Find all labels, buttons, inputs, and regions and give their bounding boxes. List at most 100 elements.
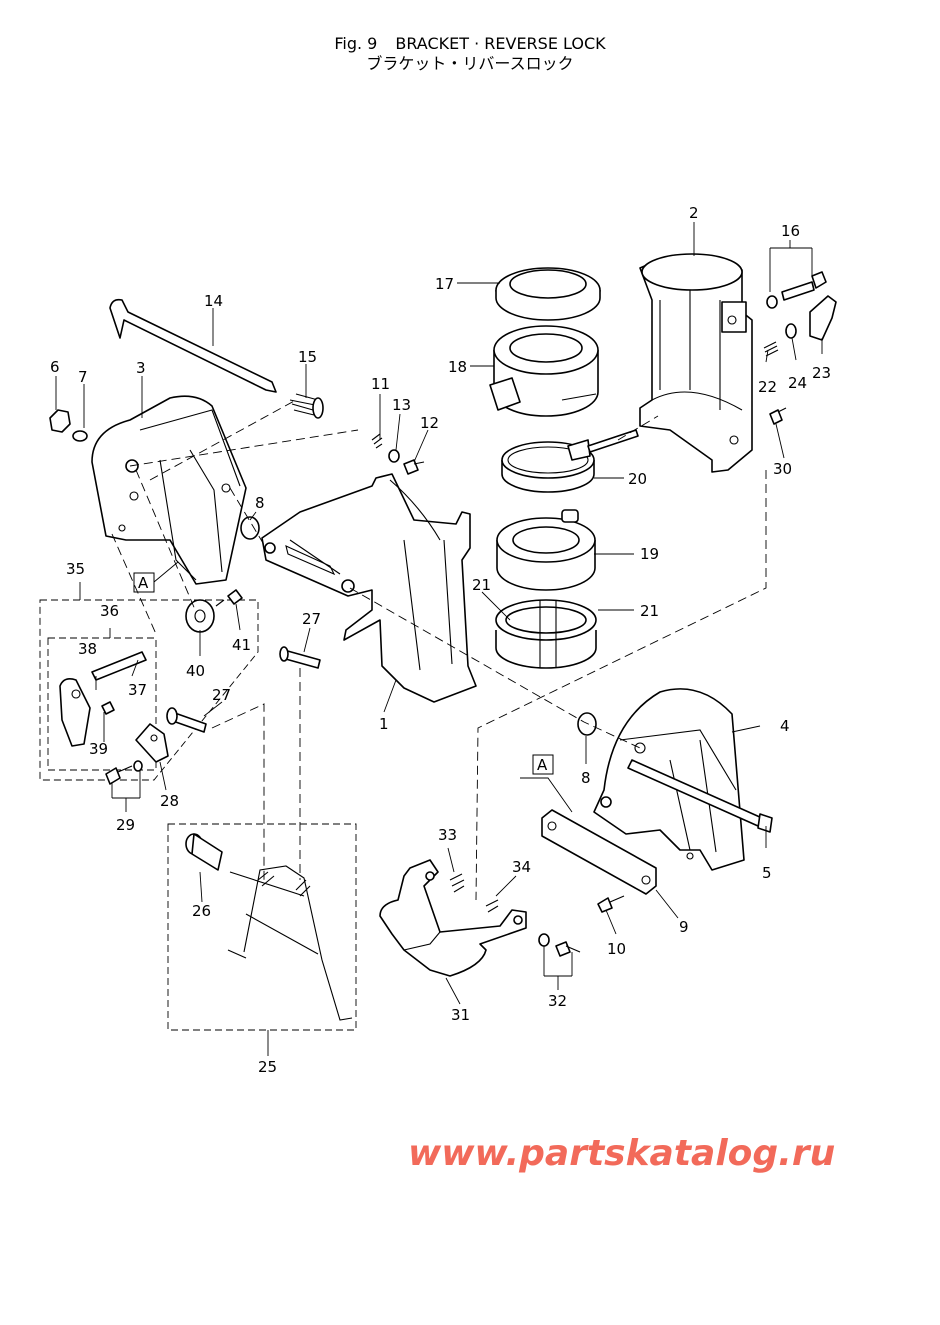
figure-title-english: BRACKET · REVERSE LOCK: [395, 34, 606, 53]
part-13-washer: [388, 449, 400, 463]
callout-29: 29: [116, 816, 135, 834]
part-17-seal-ring: [495, 267, 601, 321]
callout-2: 2: [689, 204, 699, 222]
callout-22: 22: [758, 378, 777, 396]
part-23-lever: [809, 295, 837, 341]
part-28-washer: [133, 760, 143, 772]
part-16-bolt-washer: [766, 271, 827, 309]
part-12-bolt: [403, 459, 425, 475]
part-40-washer: [185, 599, 215, 633]
callout-4: 4: [780, 717, 790, 735]
callout-3: 3: [136, 359, 146, 377]
callout-13: 13: [392, 396, 411, 414]
watermark-text: www.partskatalog.ru: [408, 1133, 836, 1174]
part-27-pin-lower: [166, 707, 207, 733]
part-29-screw: [105, 765, 133, 785]
callout-31: 31: [451, 1006, 470, 1024]
group-36-frame: [47, 637, 157, 771]
part-33-spring: [449, 873, 465, 893]
callout-5: 5: [762, 864, 772, 882]
part-27-pin-upper: [279, 646, 321, 669]
callout-numbers: 2 16 17 18 20 19 21 21 14 15 3 6 7 11 13…: [50, 204, 831, 1076]
callout-7: 7: [78, 368, 88, 386]
callout-41: 41: [232, 636, 251, 654]
callout-14: 14: [204, 292, 223, 310]
part-32-washer: [538, 933, 550, 947]
part-9-plate: [541, 809, 657, 895]
callout-33: 33: [438, 826, 457, 844]
part-19-thrust-ring: [496, 509, 596, 591]
part-20-clamp-band: [501, 429, 639, 493]
part-3-stern-bracket-left: [91, 395, 247, 585]
group-25-frame: [167, 823, 357, 1031]
callout-30: 30: [773, 460, 792, 478]
callout-21b: 21: [640, 602, 659, 620]
part-30-screw: [769, 407, 787, 425]
part-31-reverse-lock-hook: [379, 859, 527, 977]
callout-8a: 8: [255, 494, 265, 512]
callout-39: 39: [89, 740, 108, 758]
part-21-split-bushing: [495, 599, 597, 669]
callout-17: 17: [435, 275, 454, 293]
callout-32: 32: [548, 992, 567, 1010]
part-22-spring: [763, 341, 779, 357]
callout-18: 18: [448, 358, 467, 376]
assembly-lines: [111, 399, 767, 901]
callout-28: 28: [160, 792, 179, 810]
figure-title-japanese: ブラケット・リバースロック: [366, 54, 574, 73]
part-2-swivel-case: [639, 253, 753, 473]
callout-40: 40: [186, 662, 205, 680]
reference-box-a-left: [133, 572, 155, 593]
figure-number: Fig. 9: [334, 34, 378, 53]
group-35-frame: [39, 599, 259, 781]
callout-38: 38: [78, 640, 97, 658]
part-10-screw: [597, 895, 625, 913]
part-7-washer: [72, 430, 88, 442]
callout-23: 23: [812, 364, 831, 382]
callout-19: 19: [640, 545, 659, 563]
part-39-screw: [101, 701, 115, 715]
callout-20: 20: [628, 470, 647, 488]
callout-8b: 8: [581, 769, 591, 787]
figure-title: Fig. 9 BRACKET · REVERSE LOCK ブラケット・リバースロ…: [0, 34, 940, 74]
callout-35: 35: [66, 560, 85, 578]
part-38-lever: [59, 678, 91, 747]
callout-10: 10: [607, 940, 626, 958]
part-15-spring: [289, 393, 324, 419]
part-41-screw: [215, 589, 243, 607]
part-28-bracket: [135, 723, 169, 763]
reference-box-a-right: [532, 754, 554, 775]
callout-27b: 27: [212, 686, 231, 704]
part-32-bolt: [555, 941, 581, 957]
reference-a-left: A: [138, 574, 149, 592]
part-18-mount-rubber: [489, 325, 599, 417]
part-5-bolt: [627, 759, 773, 833]
callout-11: 11: [371, 375, 390, 393]
callout-21a: 21: [472, 576, 491, 594]
callout-24: 24: [788, 374, 807, 392]
reference-a-right: A: [537, 756, 548, 774]
callout-25: 25: [258, 1058, 277, 1076]
callout-6: 6: [50, 358, 60, 376]
part-1-swivel-bracket: [261, 473, 477, 703]
part-25-lever-wire: [227, 865, 353, 1021]
callout-16: 16: [781, 222, 800, 240]
callout-12: 12: [420, 414, 439, 432]
callout-15: 15: [298, 348, 317, 366]
part-26-knob: [185, 833, 223, 871]
part-37-screw: [91, 651, 147, 681]
part-14-tilt-rod: [109, 298, 277, 393]
callout-36: 36: [100, 602, 119, 620]
callout-1: 1: [379, 715, 389, 733]
callout-26: 26: [192, 902, 211, 920]
callout-37: 37: [128, 681, 147, 699]
callout-27a: 27: [302, 610, 321, 628]
callout-34: 34: [512, 858, 531, 876]
part-8-washer-lower: [577, 712, 597, 736]
leader-lines: [55, 222, 823, 1056]
part-8-washer-upper: [240, 516, 260, 540]
part-11-spring: [371, 433, 383, 449]
part-24-washer: [785, 323, 797, 339]
callout-9: 9: [679, 918, 689, 936]
